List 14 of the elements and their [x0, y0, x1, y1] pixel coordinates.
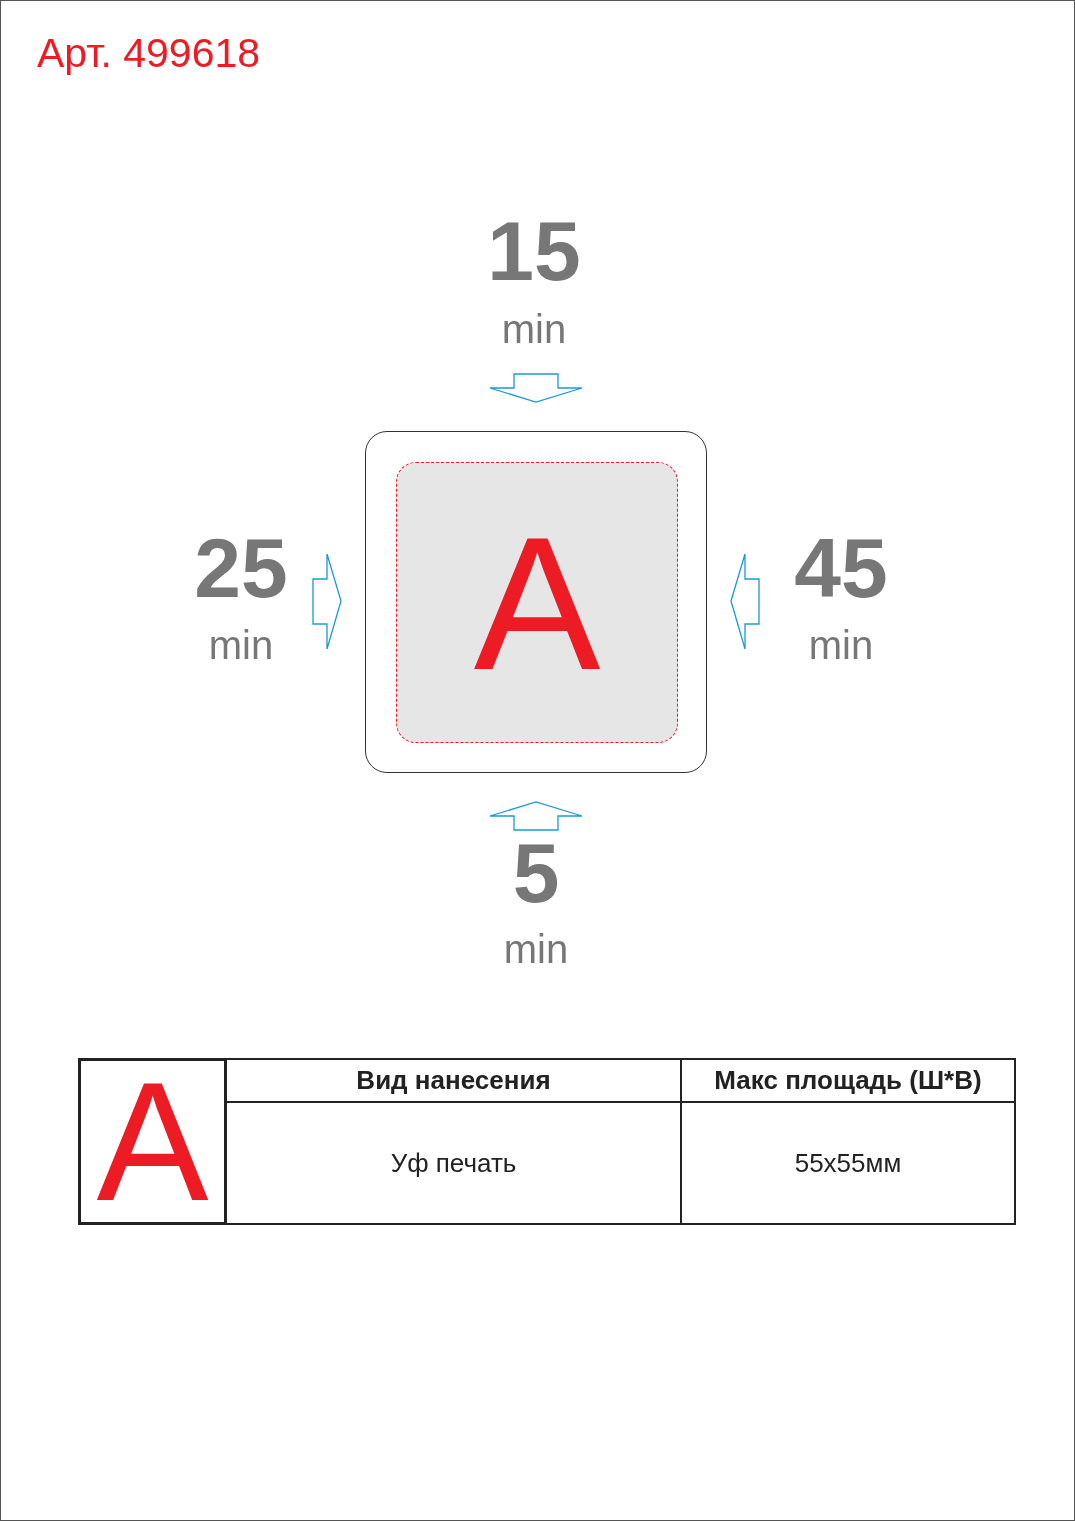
- margin-value: 15: [486, 209, 582, 293]
- print-area: A: [396, 462, 678, 743]
- margin-value: 25: [193, 526, 289, 610]
- column-header: Макс площадь (Ш*В): [680, 1058, 1016, 1103]
- margin-value: 45: [793, 526, 889, 610]
- unit-label: min: [207, 625, 275, 665]
- unit-label: min: [500, 309, 568, 349]
- margin-value: 5: [511, 831, 561, 915]
- unit-label: min: [807, 625, 875, 665]
- article-title: Арт. 499618: [37, 33, 261, 74]
- table-cell: 55x55мм: [680, 1101, 1016, 1225]
- unit-label: min: [502, 929, 570, 969]
- product-outline: [365, 431, 707, 773]
- marker-letter: A: [78, 1058, 227, 1225]
